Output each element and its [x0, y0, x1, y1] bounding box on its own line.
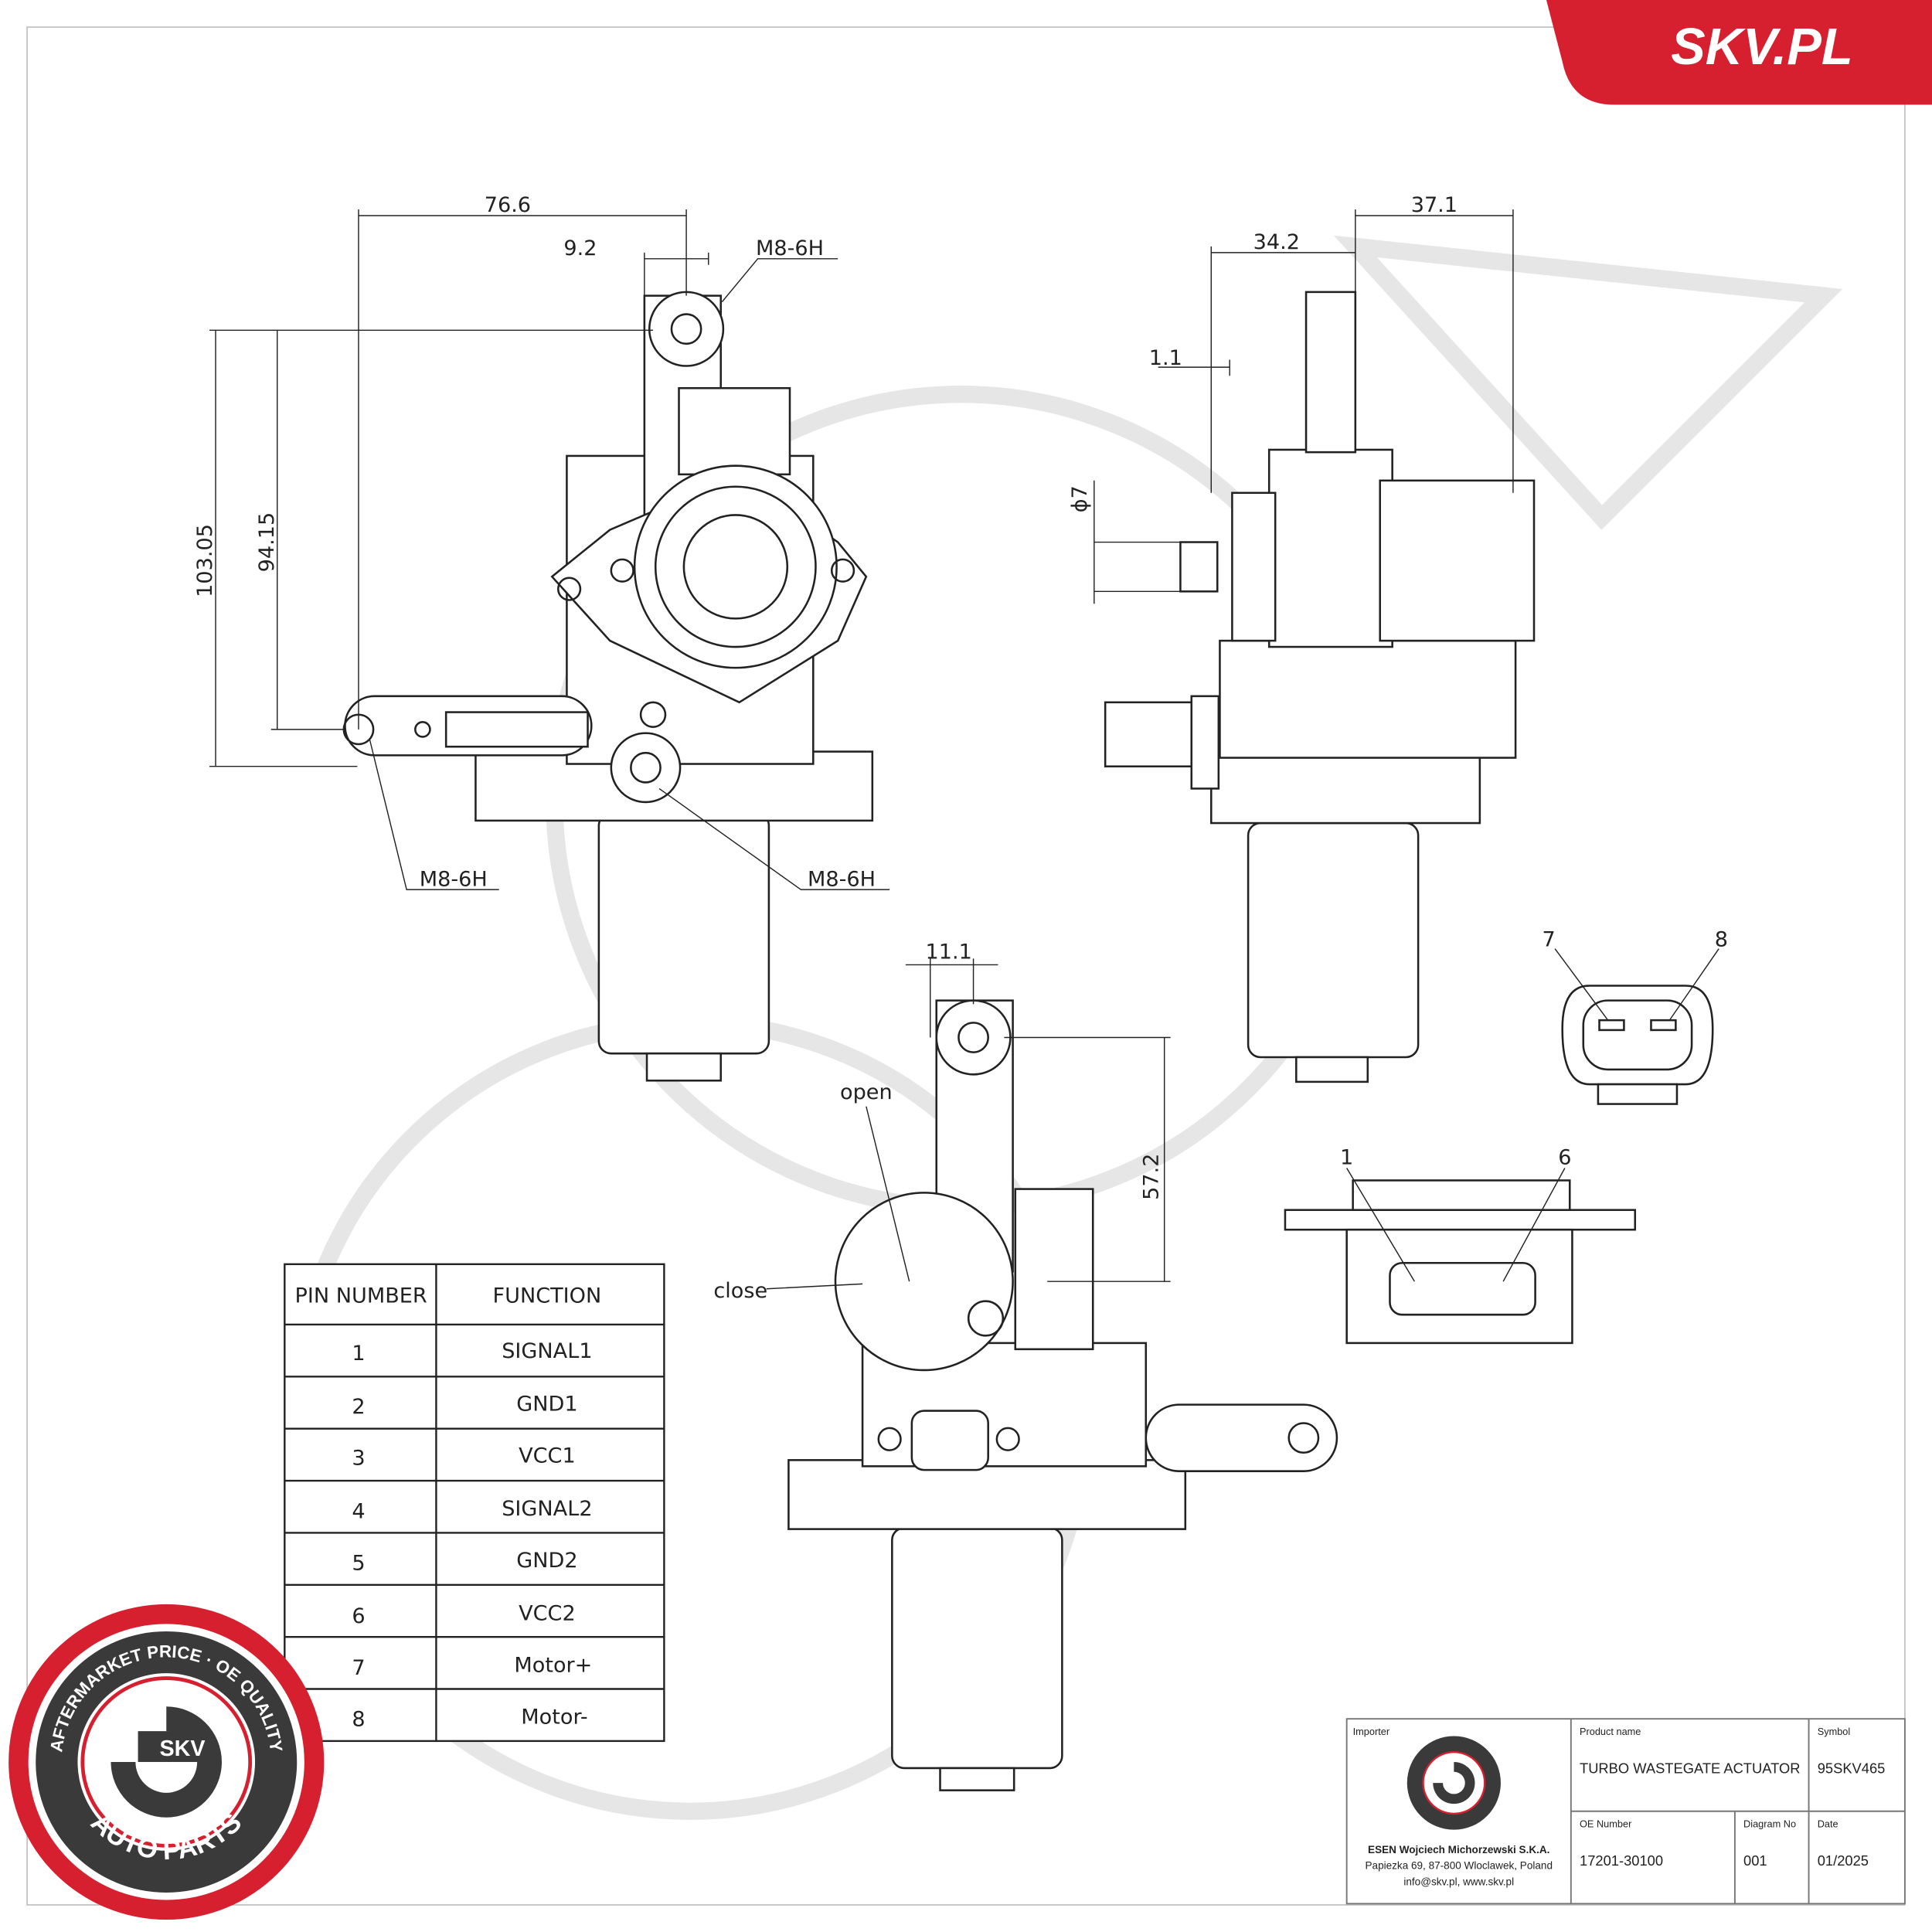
thread-label-left: M8-6H: [420, 867, 488, 891]
table-row: 1 SIGNAL1: [352, 1339, 592, 1366]
table-row: 5 GND2: [352, 1549, 577, 1575]
side-view-dimensions: 37.1 34.2 1.1 ϕ7: [1068, 193, 1514, 604]
pin-table: PIN NUMBER FUNCTION 1 SIGNAL1 2 GND1 3 VCC1…: [284, 1263, 665, 1743]
pin-number: 2: [352, 1395, 365, 1419]
pin-function: VCC1: [519, 1444, 576, 1468]
sensor-connector-view: 1 6: [1284, 1146, 1637, 1345]
dim-76-6: 76.6: [485, 193, 531, 217]
pin-function: Motor-: [521, 1706, 587, 1730]
front-view-dimensions: 76.6 9.2 M8-6H 103.05 94.15 M8-6H M8-6H: [193, 193, 890, 891]
pin-number: 3: [352, 1447, 365, 1471]
dim-34-2: 34.2: [1253, 230, 1300, 254]
side-view: [1104, 291, 1536, 1083]
diagram-no-label: Diagram No: [1743, 1818, 1796, 1829]
dim-9-2: 9.2: [563, 236, 597, 260]
title-block: Importer ESEN Wojciech Michorzewski S.K.…: [1345, 1718, 1906, 1905]
importer-label: Importer: [1353, 1726, 1390, 1737]
brand-banner: SKV.PL: [1546, 0, 1932, 105]
bottom-view: [787, 999, 1338, 1791]
motor-connector-view: 7 8: [1543, 927, 1728, 1105]
dim-94-15: 94.15: [255, 512, 279, 573]
dim-57-2: 57.2: [1140, 1153, 1164, 1199]
importer-name: ESEN Wojciech Michorzewski S.K.A.: [1368, 1844, 1549, 1855]
date-label: Date: [1818, 1818, 1838, 1829]
pin-function: GND1: [516, 1393, 577, 1417]
pin-label-6: 6: [1558, 1146, 1571, 1170]
table-row: 2 GND1: [352, 1393, 577, 1419]
dim-phi-7: ϕ7: [1068, 485, 1092, 512]
pin-number: 4: [352, 1499, 365, 1523]
table-row: 4 SIGNAL2: [352, 1497, 592, 1523]
importer-contact: info@skv.pl, www.skv.pl: [1403, 1876, 1514, 1887]
importer-address: Papiezka 69, 87-800 Wloclawek, Poland: [1366, 1860, 1553, 1872]
diagram-no: 001: [1743, 1852, 1767, 1869]
dim-11-1: 11.1: [926, 940, 972, 964]
bottom-view-dimensions: 11.1 57.2 open close: [713, 940, 1171, 1303]
product-name-label: Product name: [1580, 1726, 1641, 1737]
pin-label-7: 7: [1543, 927, 1556, 951]
pin-function: VCC2: [519, 1602, 576, 1626]
pin-number: 5: [352, 1551, 365, 1575]
label-close: close: [713, 1279, 767, 1303]
pin-label-8: 8: [1715, 927, 1728, 951]
pin-function: GND2: [516, 1549, 577, 1573]
function-header: FUNCTION: [493, 1284, 602, 1308]
symbol-value: 95SKV465: [1818, 1760, 1886, 1776]
oe-number: 17201-30100: [1580, 1852, 1663, 1869]
pin-number: 7: [352, 1656, 365, 1680]
product-name: TURBO WASTEGATE ACTUATOR: [1580, 1760, 1800, 1776]
symbol-label: Symbol: [1818, 1726, 1851, 1737]
thread-label-right: M8-6H: [808, 867, 876, 891]
date-value: 01/2025: [1818, 1852, 1869, 1869]
skv-stamp-logo: SKV AFTERMARKET PRICE · OE QUALITY AUTO …: [9, 1604, 325, 1920]
brand-logo: SKV.PL: [1671, 18, 1853, 76]
dim-103-05: 103.05: [193, 524, 217, 597]
dim-37-1: 37.1: [1411, 193, 1458, 217]
pin-number: 8: [352, 1708, 365, 1732]
table-row: 3 VCC1: [352, 1444, 575, 1471]
front-view: [342, 291, 874, 1082]
pin-label-1: 1: [1340, 1146, 1353, 1170]
pin-number: 1: [352, 1342, 365, 1366]
label-open: open: [840, 1080, 893, 1104]
thread-label-top: M8-6H: [756, 236, 824, 260]
table-row: 8 Motor-: [352, 1706, 587, 1732]
oe-number-label: OE Number: [1580, 1818, 1632, 1829]
pin-number-header: PIN NUMBER: [295, 1284, 427, 1308]
pin-function: SIGNAL2: [502, 1497, 592, 1521]
sheet-border: [26, 26, 1906, 1906]
pin-number: 6: [352, 1604, 365, 1628]
table-row: 7 Motor+: [352, 1654, 592, 1680]
stamp-center-text: SKV: [159, 1736, 205, 1761]
table-row: 6 VCC2: [352, 1602, 575, 1628]
pin-function: Motor+: [514, 1654, 592, 1678]
dim-1-1: 1.1: [1149, 346, 1182, 370]
pin-function: SIGNAL1: [502, 1339, 592, 1363]
